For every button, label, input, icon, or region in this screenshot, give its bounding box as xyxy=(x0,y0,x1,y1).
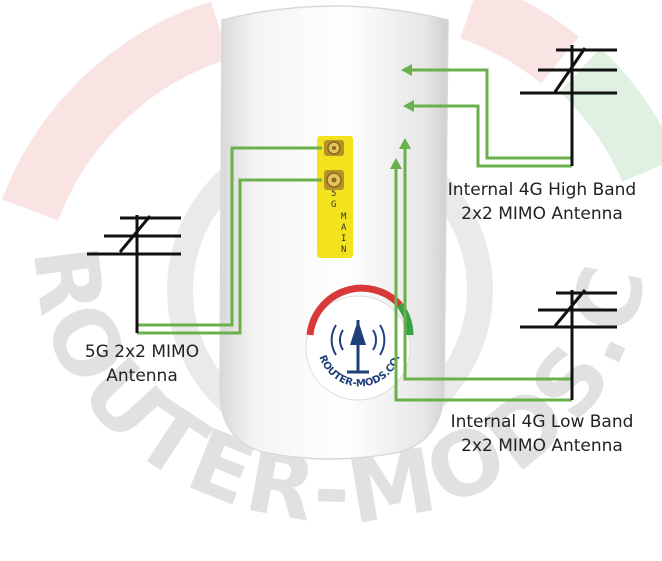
connector-label-text: 5 G M A I N xyxy=(331,189,352,255)
wire-4g-low-b xyxy=(394,165,572,402)
caption-4g-high-line2: 2x2 MIMO Antenna xyxy=(461,204,623,224)
wires xyxy=(137,68,572,402)
connector-label-tag xyxy=(317,136,353,258)
wire-4g-low-a xyxy=(403,145,572,381)
arrow-high-a xyxy=(401,64,412,76)
arrow-high-b xyxy=(403,100,414,112)
caption-5g-line2: Antenna xyxy=(106,366,178,386)
antenna-4g-high-icon xyxy=(520,45,617,166)
arrowheads xyxy=(390,64,414,169)
watermark-red-arc xyxy=(1,1,230,222)
wire-5g-b xyxy=(137,178,322,335)
wire-5g-a xyxy=(137,146,322,327)
caption-5g-antenna: 5G 2x2 MIMO Antenna xyxy=(62,340,222,388)
caption-4g-high-antenna: Internal 4G High Band 2x2 MIMO Antenna xyxy=(436,178,648,226)
antenna-5g-icon xyxy=(87,215,181,333)
antenna-4g-low-icon xyxy=(520,289,617,400)
arrow-low-a xyxy=(399,138,411,149)
watermark-green-arc xyxy=(559,48,662,183)
sma-connector-top xyxy=(324,140,344,156)
caption-4g-high-line1: Internal 4G High Band xyxy=(447,180,637,200)
caption-5g-line1: 5G 2x2 MIMO xyxy=(84,342,200,362)
wire-4g-high-b xyxy=(410,104,572,168)
arrow-low-b xyxy=(390,158,402,169)
watermark-red-arc-right xyxy=(459,0,579,84)
wire-4g-high-a xyxy=(408,68,572,160)
caption-4g-low-line1: Internal 4G Low Band xyxy=(450,412,634,432)
caption-4g-low-line2: 2x2 MIMO Antenna xyxy=(461,436,623,456)
sma-connector-bottom xyxy=(324,170,344,190)
caption-4g-low-antenna: Internal 4G Low Band 2x2 MIMO Antenna xyxy=(436,410,648,458)
